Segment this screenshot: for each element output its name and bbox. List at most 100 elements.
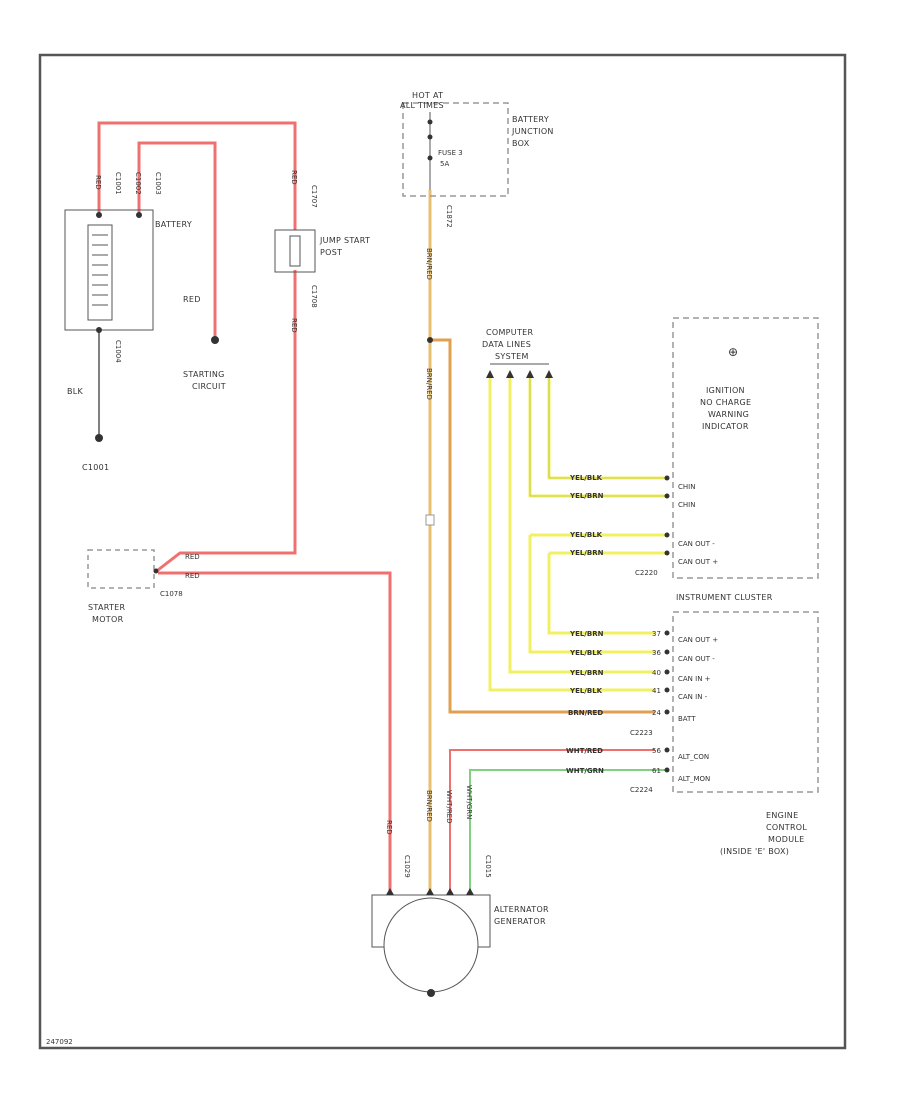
alternator (371, 888, 491, 997)
inline-marker (425, 514, 435, 526)
svg-text:WHT/RED: WHT/RED (566, 747, 603, 755)
svg-text:CAN OUT -: CAN OUT - (678, 655, 715, 663)
svg-text:CAN OUT +: CAN OUT + (678, 636, 718, 644)
wire-label-red-5: RED (185, 553, 200, 561)
svg-text:YEL/BLK: YEL/BLK (569, 531, 603, 539)
wire-label-whtgrn: WHT/GRN (465, 785, 473, 819)
wire-label-red-1: RED (94, 175, 102, 190)
starter-label-1: STARTER (88, 603, 126, 612)
ground-label: C1001 (82, 463, 109, 472)
battery-label: BATTERY (155, 220, 192, 229)
ecm-pin-5: BRN/RED 24 BATT (568, 709, 696, 723)
alternator-label-1: ALTERNATOR (494, 905, 549, 914)
svg-text:37: 37 (652, 630, 661, 638)
svg-text:BATT: BATT (678, 715, 696, 723)
svg-text:ALT_CON: ALT_CON (678, 753, 709, 761)
conn-jump-bot: C1708 (310, 285, 318, 308)
svg-text:CHIN: CHIN (678, 483, 695, 491)
battery (64, 209, 154, 333)
cluster-conn-label: C2220 (635, 569, 658, 577)
can-terminals (486, 370, 553, 378)
fuse-label-1: FUSE 3 (438, 149, 463, 157)
cluster-pin-3: YEL/BLK CAN OUT - (569, 531, 715, 548)
bjb-label-3: BOX (512, 139, 530, 148)
svg-text:WHT/GRN: WHT/GRN (566, 767, 604, 775)
cluster-pin-4: YEL/BRN CAN OUT + (569, 549, 718, 566)
svg-text:56: 56 (652, 747, 661, 755)
bjb-label-2: JUNCTION (511, 127, 554, 136)
wire-starter-to-alternator (158, 571, 392, 895)
ecm-conn-label-2: C2224 (630, 786, 653, 794)
ecm-pin-1: YEL/BRN 37 CAN OUT + (569, 630, 718, 644)
wire-label-red-2: RED (183, 295, 201, 304)
instrument-cluster-label: INSTRUMENT CLUSTER (676, 593, 773, 602)
svg-text:YEL/BLK: YEL/BLK (569, 649, 603, 657)
ecm-label-3: MODULE (768, 835, 805, 844)
cluster-pin-1: YEL/BLK CHIN (569, 474, 695, 491)
hot-at-label-1: HOT AT (412, 91, 443, 100)
conn-alt-b: C1015 (484, 855, 492, 878)
wire-brown-to-batt (430, 338, 655, 714)
indicator-label-4: INDICATOR (702, 422, 749, 431)
jump-start-post (274, 229, 316, 273)
red-wires (97, 121, 392, 895)
fuse-contact-3 (427, 155, 433, 161)
ecm-label-4: (INSIDE 'E' BOX) (720, 847, 789, 856)
starting-circuit-label-2: CIRCUIT (192, 382, 226, 391)
svg-text:YEL/BRN: YEL/BRN (569, 492, 604, 500)
svg-text:YEL/BRN: YEL/BRN (569, 669, 604, 677)
svg-text:36: 36 (652, 649, 661, 657)
ground-point (95, 434, 103, 442)
starting-circuit-terminal (211, 336, 219, 344)
fuse-label-2: 5A (440, 160, 449, 168)
svg-text:YEL/BLK: YEL/BLK (569, 687, 603, 695)
wire-label-whtred: WHT/RED (445, 790, 453, 824)
starter-terminal (153, 568, 159, 574)
footer-code: 247092 (46, 1038, 73, 1046)
ecm-label-1: ENGINE (766, 811, 798, 820)
wire-battery-to-jumppost (97, 121, 297, 230)
jump-start-label-1: JUMP START (319, 236, 370, 245)
ecm-pin-6: WHT/RED 56 ALT_CON (566, 747, 709, 761)
ecm-pin-4: YEL/BLK 41 CAN IN - (569, 687, 708, 701)
ecm-pin-2: YEL/BLK 36 CAN OUT - (569, 649, 715, 663)
conn-jump-top: C1707 (310, 185, 318, 208)
conn-bjb: C1872 (445, 205, 453, 228)
indicator-lamp-icon: ⊕ (728, 345, 738, 359)
conn-bat-b: C1002 (134, 172, 142, 195)
starter-label-2: MOTOR (92, 615, 124, 624)
conn-bat-a: C1001 (114, 172, 122, 195)
indicator-label-3: WARNING (708, 410, 749, 419)
wire-label-red-6: RED (185, 572, 200, 580)
indicator-label-1: IGNITION (706, 386, 745, 395)
conn-bat-c: C1003 (154, 172, 162, 195)
indicator-label-2: NO CHARGE (700, 398, 751, 407)
svg-text:CAN OUT +: CAN OUT + (678, 558, 718, 566)
jump-start-post-inner (289, 235, 301, 267)
fuse-contact-2 (427, 134, 433, 140)
cdl-label-1: COMPUTER (486, 328, 534, 337)
wire-alt-con (449, 749, 655, 895)
conn-bat-neg: C1004 (114, 340, 122, 363)
starter-motor-box (87, 549, 155, 589)
yellow-wire-outline (529, 378, 665, 497)
splice-brown (427, 337, 433, 343)
ecm-conn-label-1: C2223 (630, 729, 653, 737)
svg-text:61: 61 (652, 767, 661, 775)
svg-text:41: 41 (652, 687, 661, 695)
cluster-pin-2: YEL/BRN CHIN (569, 492, 695, 509)
fuse-contact-1 (427, 119, 433, 125)
wire-alt-mon (469, 769, 665, 895)
wire-label-red-4: RED (290, 318, 298, 333)
svg-text:CAN OUT -: CAN OUT - (678, 540, 715, 548)
hot-at-label-2: ALL TIMES (400, 101, 444, 110)
ecm-label-2: CONTROL (766, 823, 807, 832)
svg-text:YEL/BLK: YEL/BLK (569, 474, 603, 482)
battery-junction-box (402, 102, 509, 197)
svg-text:40: 40 (652, 669, 661, 677)
wire-label-brnred-2: BRN/RED (425, 368, 433, 400)
ecm-box (672, 611, 819, 793)
wire-label-brnred-3: BRN/RED (425, 790, 433, 822)
alternator-label-2: GENERATOR (494, 917, 546, 926)
